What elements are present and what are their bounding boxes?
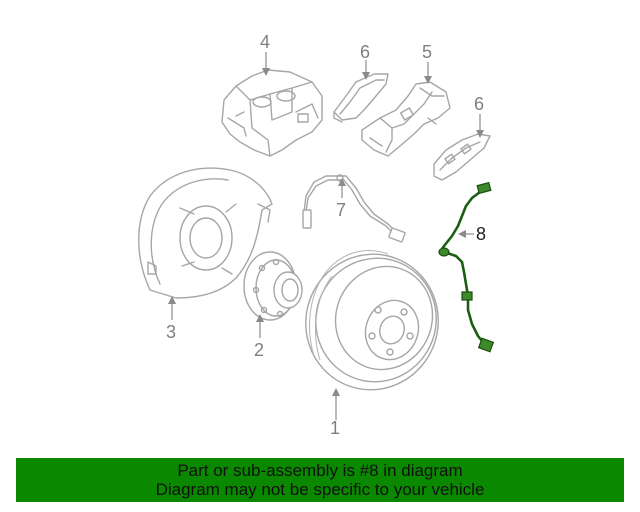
brake-rotor-part-1[interactable]: [287, 236, 458, 409]
callout-4: 4: [260, 32, 270, 52]
banner-line-2: Diagram may not be specific to your vehi…: [155, 480, 485, 499]
brake-pad-part-6-upper[interactable]: [333, 73, 389, 123]
callout-8: 8: [476, 224, 486, 244]
parts-diagram: 4 6 5 6 7 8 3 2 1: [138, 32, 495, 438]
callout-3: 3: [166, 322, 176, 342]
caliper-part-4[interactable]: [221, 69, 323, 157]
callout-6-upper: 6: [360, 42, 370, 62]
callout-5: 5: [422, 42, 432, 62]
callout-1: 1: [330, 418, 340, 438]
caliper-bracket-part-5[interactable]: [361, 81, 451, 157]
callout-7: 7: [336, 200, 346, 220]
callout-6-lower: 6: [474, 94, 484, 114]
info-banner: Part or sub-assembly is #8 in diagram Di…: [16, 458, 624, 502]
dust-shield-part-3[interactable]: [138, 167, 273, 299]
banner-line-1: Part or sub-assembly is #8 in diagram: [177, 461, 463, 480]
hub-part-2[interactable]: [243, 251, 303, 321]
leader-arrowheads: [168, 68, 484, 396]
brake-pad-part-6-lower[interactable]: [433, 133, 491, 181]
callout-2: 2: [254, 340, 264, 360]
abs-sensor-part-8[interactable]: [438, 181, 495, 353]
wire-harness-part-7[interactable]: [302, 174, 406, 243]
